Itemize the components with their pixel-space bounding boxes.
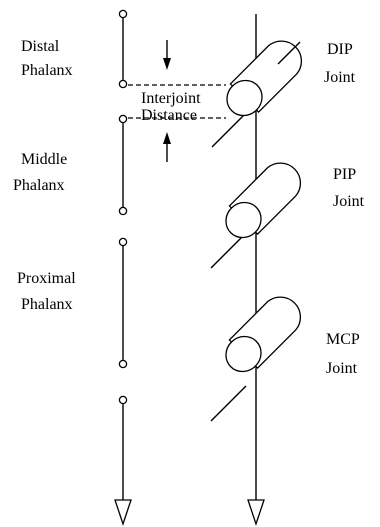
distal-phalanx-label-line1: Distal xyxy=(21,38,60,55)
interjoint-arrow-bottom-head xyxy=(163,132,171,144)
interjoint-distance-annotation xyxy=(128,40,226,162)
dip-joint-label-line1: DIP xyxy=(327,41,353,58)
mcp-joint-label-line2: Joint xyxy=(326,360,358,377)
middle-phalanx-label-line1: Middle xyxy=(21,151,67,168)
node-metacarpal-top xyxy=(118,395,128,405)
mcp-joint xyxy=(210,296,302,422)
node-distal-tip xyxy=(118,9,128,19)
left-ground-arrow xyxy=(114,499,132,527)
dip-joint-axis xyxy=(211,112,247,148)
node-middle-base xyxy=(118,206,128,216)
node-middle-top xyxy=(118,114,128,124)
mcp-joint-cylinder-cap xyxy=(225,335,262,373)
dip-joint-label-line2: Joint xyxy=(324,69,356,86)
labels: Distal Phalanx Middle Phalanx Proximal P… xyxy=(13,38,365,377)
dip-joint-cylinder-cap xyxy=(226,79,263,117)
interjoint-label-line2: Distance xyxy=(141,107,197,124)
pip-joint-label-line2: Joint xyxy=(333,193,365,210)
distal-phalanx-label-line2: Phalanx xyxy=(21,62,73,79)
dip-joint-axis-top xyxy=(277,41,301,65)
right-ground-arrow xyxy=(247,499,265,527)
pip-joint xyxy=(210,162,302,269)
node-proximal-base xyxy=(118,359,128,369)
proximal-phalanx-label-line1: Proximal xyxy=(17,270,76,287)
dip-joint xyxy=(211,40,303,148)
mcp-joint-label-line1: MCP xyxy=(326,331,360,348)
proximal-phalanx-label-line2: Phalanx xyxy=(21,296,73,313)
node-proximal-top xyxy=(118,237,128,247)
pip-joint-cylinder-cap xyxy=(225,201,262,239)
pip-joint-label-line1: PIP xyxy=(333,166,356,183)
interjoint-arrow-top-head xyxy=(163,58,171,70)
pip-joint-axis xyxy=(210,232,247,269)
middle-phalanx-label-line2: Phalanx xyxy=(13,177,65,194)
mcp-joint-axis xyxy=(210,385,247,422)
interjoint-label-line1: Interjoint xyxy=(141,90,201,107)
phalanx-chain xyxy=(114,9,132,527)
node-distal-base xyxy=(118,79,128,89)
